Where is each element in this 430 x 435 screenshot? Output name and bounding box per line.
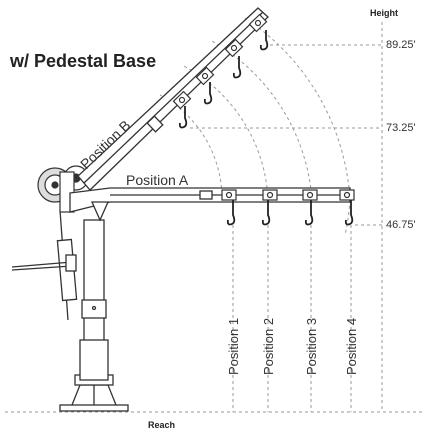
reach-arc-3 (209, 39, 313, 201)
hook-a-2 (261, 200, 271, 226)
boom-b-beam (77, 7, 269, 191)
mast-lower (79, 339, 109, 381)
boom-b-block-1 (172, 90, 192, 110)
boom-b-coupler (146, 115, 164, 133)
hook-a-4 (344, 200, 354, 226)
boom-b-block-2 (195, 66, 215, 86)
height-mark-top: 89.25' (386, 39, 416, 51)
reach-axis-label: Reach (148, 420, 175, 430)
height-reference-lines (190, 22, 383, 412)
boom-a-block-1 (221, 189, 237, 201)
hook-b-1 (178, 106, 188, 129)
boom-position-b (77, 7, 269, 191)
mast-pin (91, 305, 97, 311)
pump-handle (11, 254, 77, 272)
boom-b-blocks (172, 13, 268, 110)
boom-a-gusset (90, 201, 110, 222)
boom-a-hooks (226, 200, 354, 226)
pedestal-plate (59, 404, 129, 412)
height-mark-bottom: 46.75' (386, 219, 416, 231)
hook-b-2 (203, 82, 213, 105)
reach-position-1-label: Position 1 (226, 318, 241, 375)
boom-a-block-2 (262, 189, 278, 201)
height-axis-label: Height (370, 8, 398, 18)
reach-drop-lines (232, 225, 352, 412)
handle-bar (11, 261, 73, 268)
crane-mast (79, 219, 109, 381)
hook-a-3 (304, 200, 314, 226)
handle-socket (65, 254, 77, 272)
boom-a-blocks (221, 189, 355, 201)
diagram-title: w/ Pedestal Base (9, 51, 156, 71)
winch-assembly (37, 165, 89, 213)
hook-a-1 (226, 200, 236, 226)
boom-a-block-4 (339, 189, 355, 201)
height-mark-middle: 73.25' (386, 122, 416, 134)
boom-b-block-3 (224, 38, 244, 58)
boom-a-block-3 (302, 189, 318, 201)
boom-a-coupler (199, 190, 213, 200)
reach-position-3-label: Position 3 (304, 318, 319, 375)
boom-b-block-4 (248, 13, 268, 33)
reach-arc-4 (244, 17, 351, 201)
boom-b-hooks (178, 30, 269, 129)
handle-bar-edge (11, 265, 73, 271)
reach-position-2-label: Position 2 (261, 318, 276, 375)
hook-b-4 (259, 30, 269, 51)
boom-b-centerline (83, 11, 264, 184)
reach-position-4-label: Position 4 (344, 318, 359, 375)
reach-arc-4-tail (344, 199, 351, 236)
boom-position-a-label: Position A (126, 172, 189, 188)
hook-b-3 (232, 56, 242, 79)
winch-axle (51, 181, 59, 189)
boom-a-beam (69, 187, 351, 213)
